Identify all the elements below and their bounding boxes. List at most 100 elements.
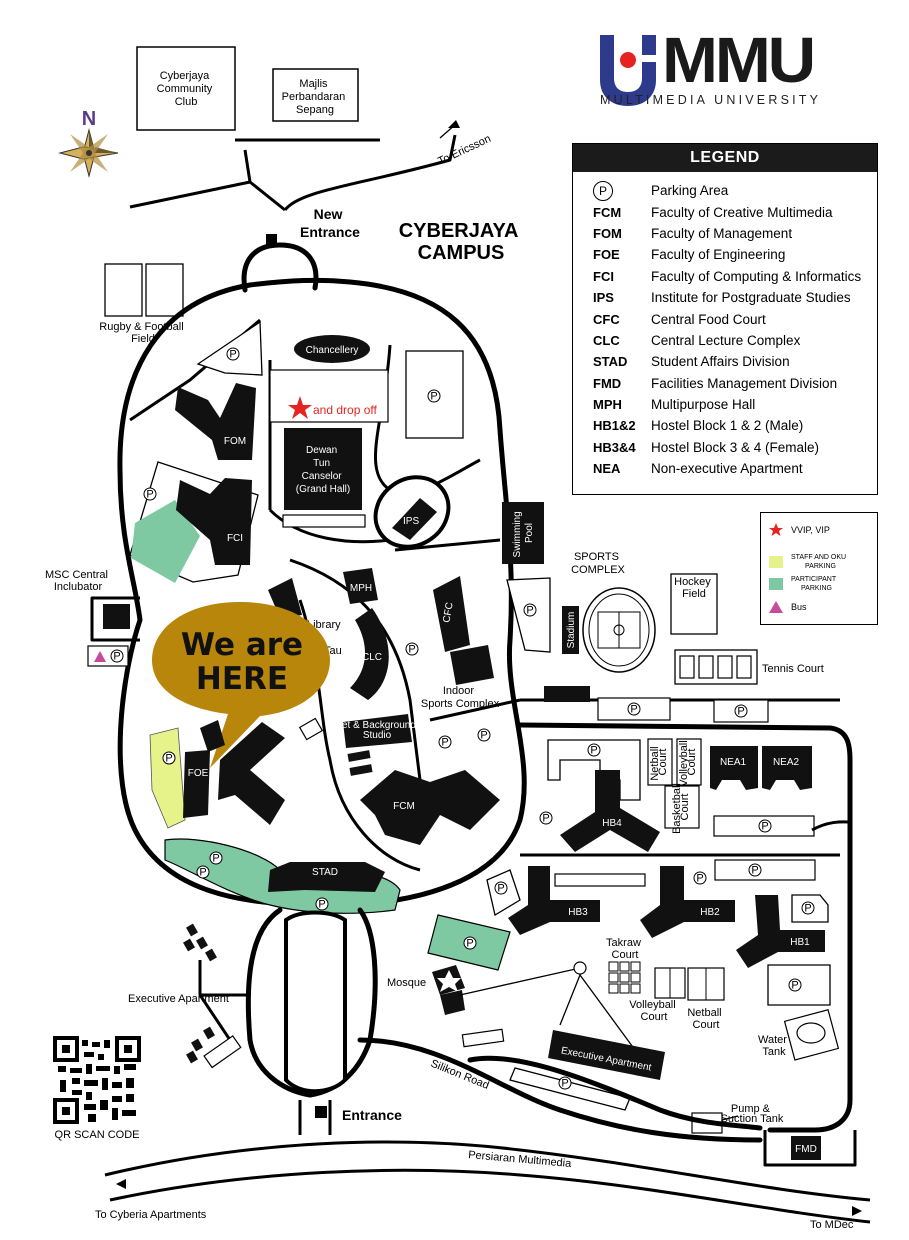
parking-icon: P <box>734 704 748 718</box>
participant-parking-fci <box>131 500 200 583</box>
hockey-label: Hockey Field <box>674 576 714 600</box>
vip-drop-off-star-icon <box>288 396 312 419</box>
hb1-label: HB1 <box>790 937 810 948</box>
rugby-field-right <box>145 263 184 317</box>
legend-code: HB3&4 <box>593 439 636 455</box>
clc-label: CLC <box>362 652 382 663</box>
cfc-label: CFC <box>441 601 455 623</box>
hb1-building <box>736 895 825 968</box>
foe-label: FOE <box>188 768 209 779</box>
entrance-median <box>284 910 347 1094</box>
fci-label: FCI <box>227 533 243 544</box>
parking-icon: P <box>405 642 419 656</box>
hockey-field <box>670 573 718 635</box>
svg-text:P: P <box>791 980 798 992</box>
entrance-link <box>298 1100 332 1135</box>
parking-icon: P <box>558 1076 572 1090</box>
mmu-logo-text: MMU <box>662 24 816 96</box>
svg-text:P: P <box>542 813 549 825</box>
nea1-building <box>710 746 758 790</box>
main-entrance-gate <box>315 1106 327 1118</box>
ips-building <box>392 498 437 540</box>
parking-hb2 <box>714 859 816 881</box>
svg-text:P: P <box>408 644 415 656</box>
fom-building <box>175 383 256 460</box>
landmark-circle <box>573 961 587 975</box>
compass-icon <box>58 128 119 178</box>
community-club-building <box>136 46 236 131</box>
road-top-left <box>129 149 286 212</box>
key-staff-label-2: PARKING <box>805 563 836 570</box>
new-entrance-loop <box>241 242 319 293</box>
svg-text:P: P <box>466 938 473 950</box>
legend-label: Hostel Block 3 & 4 (Female) <box>651 439 820 455</box>
legend-label: Student Affairs Division <box>651 354 790 370</box>
parking-icon: P <box>162 751 176 765</box>
parking-icon: P <box>801 901 815 915</box>
executive-apartment-blocks-west <box>183 923 217 1064</box>
vip-star-icon <box>769 523 783 536</box>
legend-label: Parking Area <box>651 183 729 199</box>
road-ericsson <box>283 134 457 211</box>
arrow-ericsson-head <box>448 120 460 128</box>
parking-icon: P <box>110 649 124 663</box>
parking-strip-south <box>509 1067 631 1111</box>
legend-label: Non-executive Apartment <box>651 461 803 477</box>
set-background-studio <box>343 714 412 748</box>
building-east-1 <box>544 686 590 702</box>
svg-text:P: P <box>761 821 768 833</box>
silikon-road-upper <box>467 1055 763 1131</box>
to-ericsson-label: To Ericsson <box>436 133 493 168</box>
parking-icon: P <box>143 487 157 501</box>
legend-row: HB3&4 Hostel Block 3 & 4 (Female) <box>593 437 877 458</box>
parking-icon: P <box>587 743 601 757</box>
legend-label: Institute for Postgraduate Studies <box>651 290 851 306</box>
parking-icon: P <box>748 863 762 877</box>
key-bus-label: Bus <box>791 602 807 612</box>
hb3-building <box>508 866 600 935</box>
mosque-annex <box>440 990 465 1015</box>
volleyball-v-label: Volleyball Court <box>678 737 698 787</box>
tennis-court-3 <box>717 655 733 679</box>
takraw-courts <box>608 961 641 994</box>
fmd-road <box>763 1130 857 1167</box>
majlis-label: Majlis Perbandaran Sepang <box>282 78 349 116</box>
arrow-cyberia <box>116 1179 126 1189</box>
hb4-building <box>560 770 660 852</box>
stad-label: STAD <box>312 867 338 878</box>
legend-code: CLC <box>593 332 620 348</box>
tennis-court-2 <box>698 655 714 679</box>
svg-text:P: P <box>561 1078 568 1090</box>
new-entrance-label: New Entrance <box>300 206 360 240</box>
hb1-parking-outline <box>791 894 829 923</box>
dewan-annex <box>282 514 366 528</box>
fci-building <box>176 478 252 565</box>
mph-label: MPH <box>350 583 372 594</box>
legend-label: Faculty of Computing & Informatics <box>651 268 862 284</box>
svg-text:P: P <box>146 489 153 501</box>
chancellery-building <box>294 335 370 363</box>
hb2-building <box>640 866 735 938</box>
netball-v-label: Netball Court <box>649 743 669 780</box>
nea2-label: NEA2 <box>773 757 800 768</box>
netball-label: Netball Court <box>687 1007 724 1031</box>
legend-code: FOE <box>593 247 620 263</box>
svg-text:P: P <box>526 605 533 617</box>
stadium-label: Stadium <box>566 612 577 649</box>
legend-title: LEGEND <box>573 144 877 172</box>
bus-triangle-icon <box>769 601 783 613</box>
parking-icon: P <box>196 865 210 879</box>
netball-court-v <box>647 738 673 786</box>
nea1-label: NEA1 <box>720 757 747 768</box>
legend-code: FMD <box>593 375 622 391</box>
pump-label: Pump & Suction Tank <box>721 1103 784 1125</box>
mosque-label: Mosque <box>387 977 426 989</box>
